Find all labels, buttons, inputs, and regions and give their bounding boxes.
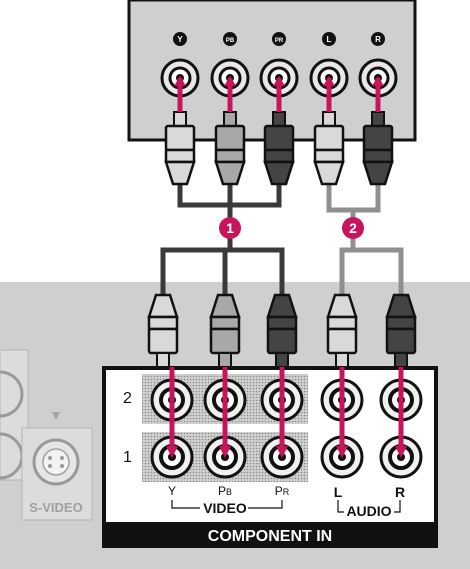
component-label: COMPONENT IN	[208, 528, 332, 545]
tv-plug-2	[209, 293, 241, 368]
jack-label-4: L	[327, 35, 332, 44]
cables	[160, 180, 404, 295]
svideo-arrow	[52, 412, 60, 420]
callout-2-label: 2	[349, 220, 357, 236]
audio-label-r: R	[395, 484, 405, 500]
jack-label-3: PR	[275, 38, 284, 44]
device-plug-3	[263, 111, 295, 186]
audio-cable-bottom	[339, 247, 404, 295]
audio-label-l: L	[334, 484, 343, 500]
callout-1-badge	[219, 217, 241, 239]
row-label-2: 2	[123, 390, 132, 407]
jack-label-dot-2	[223, 32, 237, 46]
jack-label-1: Y	[177, 35, 183, 44]
jack-label-dot-3	[272, 32, 286, 46]
audio-bracket	[337, 500, 401, 513]
device-plugs	[164, 111, 394, 186]
insert-arrows	[166, 76, 407, 458]
tv-plug-5	[385, 293, 417, 368]
audio-label: AUDIO	[346, 503, 391, 519]
row-label-1: 1	[123, 449, 132, 466]
component-label-bar	[104, 522, 436, 548]
video-bracket	[171, 500, 283, 509]
video-label: VIDEO	[203, 500, 247, 516]
tv-plugs	[147, 293, 417, 368]
jack-label-2: PB	[226, 38, 235, 44]
callout-2-badge	[342, 217, 364, 239]
tv-plug-3	[266, 293, 298, 368]
callout-1-label: 1	[226, 220, 234, 236]
tv-plug-1	[147, 293, 179, 368]
video-label-pr: PR	[275, 484, 290, 498]
device-plug-4	[313, 111, 345, 186]
device-plug-2	[214, 111, 246, 186]
jack-label-dot-4	[322, 32, 336, 46]
tv-plug-4	[326, 293, 358, 368]
jack-label-dot-5	[371, 32, 385, 46]
jack-label-dot-1	[173, 32, 187, 46]
video-label-y: Y	[168, 484, 176, 498]
left-jack-partial-1	[0, 370, 24, 418]
jack-label-5: R	[375, 35, 381, 44]
device-plug-1	[164, 111, 196, 186]
video-label-pb: PB	[218, 484, 232, 498]
svideo-label: S-VIDEO	[29, 500, 82, 515]
